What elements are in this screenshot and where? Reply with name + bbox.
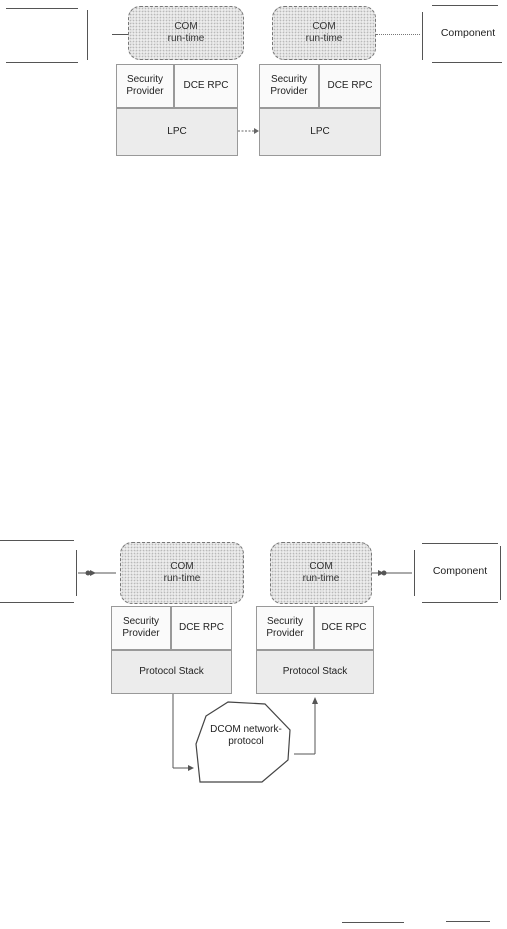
top-component-frame-bottom [432,62,502,63]
bottom-component-frame-left [414,550,415,596]
bottom-diagram: COM run-time Security Provider DCE RPC P… [0,520,507,783]
top-right-com-runtime-label: COM run-time [305,21,343,44]
top-left-lpc-label: LPC [167,126,187,137]
top-client-connector [112,34,128,35]
bottom-client-frame-right [76,550,77,596]
bottom-right-security-label: Security Provider [266,616,304,639]
bottom-component-connector [372,570,412,576]
top-right-lpc: LPC [259,108,381,156]
top-client-frame-top [6,8,78,9]
top-diagram: COM run-time Security Provider DCE RPC L… [0,0,507,170]
bottom-left-security-label: Security Provider [122,616,160,639]
bottom-client-frame-top [0,540,74,541]
bottom-client-frame-bottom [0,602,74,603]
bottom-left-dce-rpc: DCE RPC [171,606,232,650]
dcom-network-connections [172,694,318,783]
top-right-lpc-label: LPC [310,126,330,137]
top-left-com-runtime-label: COM run-time [167,21,205,44]
dcom-network-protocol-label: DCOM network- protocol [210,724,282,747]
top-component-label: Component [440,27,496,39]
bottom-right-security-provider: Security Provider [256,606,314,650]
top-component-frame-top [432,5,498,6]
bottom-right-dce-rpc: DCE RPC [314,606,374,650]
bottom-left-com-runtime-label: COM run-time [163,561,201,584]
bottom-left-protocol-stack: Protocol Stack [111,650,232,694]
top-component-frame-left [422,12,423,60]
top-component-connector [376,34,420,35]
top-left-lpc: LPC [116,108,238,156]
top-left-com-runtime: COM run-time [128,6,244,60]
top-client-frame-right [87,10,88,60]
top-right-security-label: Security Provider [270,74,308,97]
top-client-frame-bottom [6,62,78,63]
bottom-component-frame-bottom [422,602,498,603]
bottom-client-connector [78,570,116,576]
bottom-left-protocol-stack-label: Protocol Stack [139,666,204,677]
bottom-component-frame-right [500,546,501,600]
bottom-component-label: Component [432,565,488,577]
bottom-right-dce-rpc-label: DCE RPC [321,622,367,633]
dcom-network-heptagon [195,701,291,783]
top-right-security-provider: Security Provider [259,64,319,108]
top-right-com-runtime: COM run-time [272,6,376,60]
bottom-right-protocol-stack: Protocol Stack [256,650,374,694]
bottom-left-security-provider: Security Provider [111,606,171,650]
bottom-right-com-runtime: COM run-time [270,542,372,604]
top-right-dce-rpc: DCE RPC [319,64,381,108]
bottom-right-com-runtime-label: COM run-time [302,561,340,584]
top-lpc-connector-arrow [238,128,259,134]
bottom-component-frame-top [422,543,498,544]
bottom-right-protocol-stack-label: Protocol Stack [282,666,348,677]
top-left-dce-rpc-label: DCE RPC [183,80,229,91]
top-left-security-label: Security Provider [126,74,164,97]
bottom-left-com-runtime: COM run-time [120,542,244,604]
footer-rule-left [342,922,404,923]
top-left-dce-rpc: DCE RPC [174,64,238,108]
top-right-dce-rpc-label: DCE RPC [327,80,373,91]
footer-rule-right [446,921,490,922]
bottom-left-dce-rpc-label: DCE RPC [178,622,224,633]
top-left-security-provider: Security Provider [116,64,174,108]
